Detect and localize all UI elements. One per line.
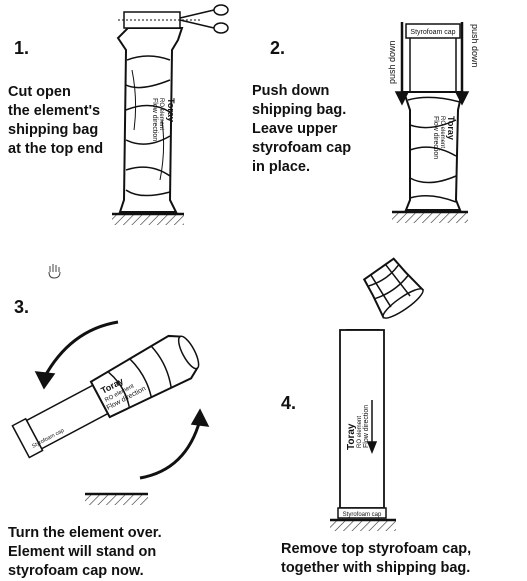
removed-cap <box>362 257 425 319</box>
step-4-labels: Toray RO element Flow direction Styrofoa… <box>343 405 382 518</box>
step-4-number: 4. <box>281 393 297 413</box>
step-3-text: Turn the element over. Element will stan… <box>8 525 162 579</box>
step-3-number: 3. <box>14 297 30 317</box>
step-1-number: 1. <box>14 38 30 58</box>
step-1-element-labels: Toray RO element Flow direction <box>151 98 176 141</box>
step-2-figure <box>392 22 470 223</box>
push-down-arrow-left <box>394 22 410 106</box>
brand-label-4: Toray <box>346 423 357 450</box>
push-down-label-left: push down <box>387 40 397 84</box>
flow-label-2: Flow direction <box>432 116 439 159</box>
element-label-4: RO element <box>357 416 363 448</box>
cap-label-4: Styrofoam cap <box>343 512 382 518</box>
push-down-label-right: push down <box>470 24 480 68</box>
ground-4 <box>330 518 396 531</box>
step-2-labels: Styrofoam cap push down push down Toray … <box>387 24 480 159</box>
brand-label-1: Toray <box>166 98 176 122</box>
flow-label-1: Flow direction <box>151 98 158 141</box>
step-2-number: 2. <box>270 38 286 58</box>
step-1-figure <box>112 4 229 225</box>
step-4-figure <box>330 257 425 531</box>
cap-label-2: Styrofoam cap <box>410 29 455 36</box>
element-label-2: RO element <box>439 116 445 148</box>
rotate-arrow-bottom <box>139 408 210 480</box>
ground-2 <box>392 210 468 223</box>
brand-label-2: Toray <box>446 116 456 140</box>
flow-label-4: Flow direction <box>363 405 370 448</box>
hand-icon <box>48 264 61 279</box>
ground-1 <box>112 212 184 225</box>
step-2-text: Push down shipping bag. Leave upper styr… <box>252 83 352 175</box>
step-3-figure <box>11 320 210 505</box>
step-4-text: Remove top styrofoam cap, together with … <box>281 541 472 576</box>
scissors-icon <box>179 4 229 34</box>
push-down-arrow-right <box>454 22 470 106</box>
rotate-arrow-top <box>34 320 119 390</box>
element-label-1: RO element <box>158 98 164 130</box>
step-1-text: Cut open the element's shipping bag at t… <box>8 84 104 157</box>
ground-3 <box>85 492 148 505</box>
